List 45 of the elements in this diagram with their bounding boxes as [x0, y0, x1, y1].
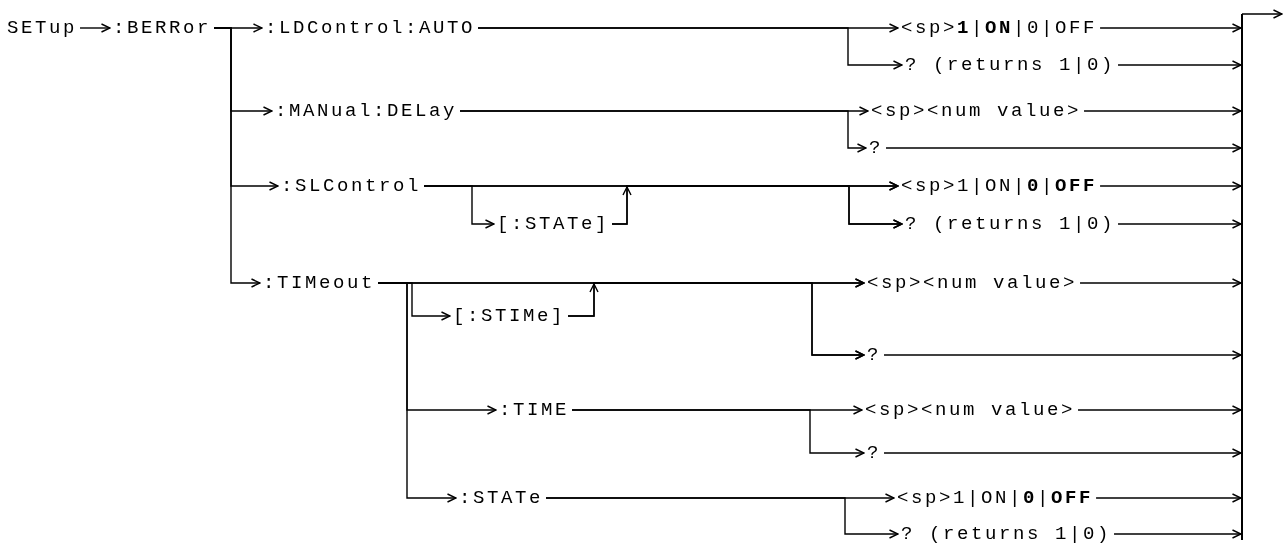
connector-arrow — [885, 143, 1242, 153]
connector-arrow — [567, 282, 865, 360]
connector-arrow — [1079, 278, 1242, 288]
connector-arrow — [1083, 106, 1242, 116]
syntax-term: <sp><num value> — [868, 100, 1085, 122]
connector-arrow — [1077, 405, 1242, 415]
connector-arrow — [883, 350, 1242, 360]
syntax-term: [:STIMe] — [450, 305, 568, 327]
syntax-term: ? — [866, 137, 886, 159]
syntax-term: :STATe — [456, 487, 546, 509]
syntax-term: <sp><num value> — [862, 399, 1079, 421]
syntax-term: :MANual:DELay — [272, 100, 461, 122]
connector-arrow — [477, 27, 903, 70]
connector-arrow — [883, 448, 1242, 458]
syntax-term: <sp><num value> — [864, 272, 1081, 294]
syntax-term: ? — [864, 344, 884, 366]
syntax-term: <sp>1|ON|0|OFF — [898, 175, 1101, 197]
syntax-term: ? (returns 1|0) — [902, 213, 1119, 235]
connector-arrow — [213, 27, 261, 288]
connector-arrow — [1117, 219, 1242, 229]
syntax-term: :TIME — [496, 399, 572, 421]
syntax-term: [:STATe] — [494, 213, 612, 235]
syntax-term: ? — [864, 442, 884, 464]
connector-arrow — [571, 409, 865, 458]
connector-arrow — [1117, 60, 1242, 70]
syntax-term: :TIMeout — [260, 272, 378, 294]
connector-arrow — [377, 282, 457, 503]
syntax-term: SETup — [4, 17, 80, 39]
syntax-term: ? (returns 1|0) — [898, 523, 1115, 545]
syntax-term: :BERRor — [110, 17, 214, 39]
connector-arrow — [459, 110, 867, 153]
syntax-term: :SLControl — [278, 175, 425, 197]
connector-arrow — [1099, 181, 1242, 191]
connector-arrow — [1241, 9, 1283, 19]
syntax-term: <sp>1|ON|0|OFF — [894, 487, 1097, 509]
connector-arrow — [1095, 493, 1242, 503]
connector-arrow — [423, 185, 495, 229]
syntax-term: ? (returns 1|0) — [902, 54, 1119, 76]
connector-arrow — [1099, 23, 1242, 33]
connector-arrow — [79, 23, 111, 33]
syntax-term: <sp>1|ON|0|OFF — [898, 17, 1101, 39]
syntax-term: :LDControl:AUTO — [262, 17, 479, 39]
connector-arrow — [1113, 529, 1242, 539]
bus-line — [1241, 14, 1243, 540]
connector-arrow — [545, 497, 899, 539]
